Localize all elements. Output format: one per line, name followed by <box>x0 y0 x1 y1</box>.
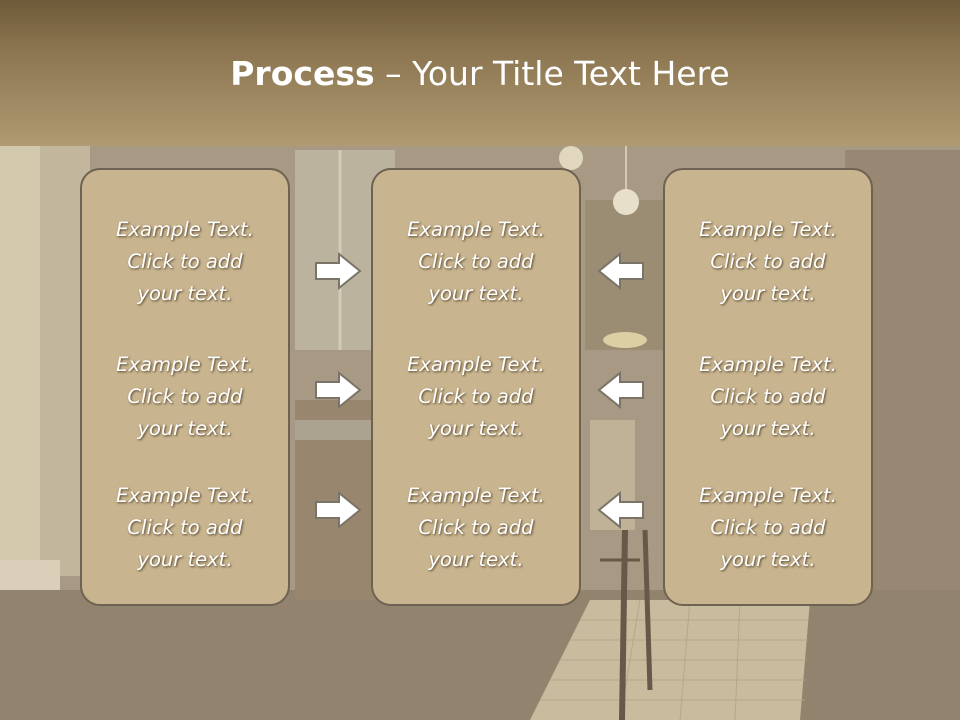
arrow-left-icon <box>597 371 644 409</box>
arrow-right-icon <box>315 252 362 290</box>
text-line: Example Text. <box>699 484 837 507</box>
text-line: Click to add <box>418 250 534 273</box>
text-line: Example Text. <box>407 484 545 507</box>
text-line: Example Text. <box>407 218 545 241</box>
text-line: Example Text. <box>699 353 837 376</box>
text-block[interactable]: Example Text. Click to add your text. <box>665 214 871 310</box>
arrow-left-icon <box>597 491 644 529</box>
process-panel-left[interactable]: Example Text. Click to add your text. Ex… <box>80 168 290 606</box>
slide-title[interactable]: Process – Your Title Text Here <box>0 52 960 96</box>
arrow-right-icon <box>315 371 362 409</box>
text-block[interactable]: Example Text. Click to add your text. <box>373 349 579 445</box>
text-line: Example Text. <box>116 353 254 376</box>
process-panel-right[interactable]: Example Text. Click to add your text. Ex… <box>663 168 873 606</box>
text-block[interactable]: Example Text. Click to add your text. <box>665 349 871 445</box>
text-line: your text. <box>428 282 524 305</box>
text-line: Click to add <box>418 385 534 408</box>
text-block[interactable]: Example Text. Click to add your text. <box>373 214 579 310</box>
text-line: Example Text. <box>699 218 837 241</box>
text-line: your text. <box>137 548 233 571</box>
text-line: Click to add <box>127 385 243 408</box>
text-line: Click to add <box>127 250 243 273</box>
text-line: your text. <box>137 417 233 440</box>
text-line: Example Text. <box>116 484 254 507</box>
text-line: your text. <box>137 282 233 305</box>
text-line: your text. <box>720 417 816 440</box>
text-line: Click to add <box>710 250 826 273</box>
arrow-right-icon <box>315 491 362 529</box>
text-line: your text. <box>428 417 524 440</box>
title-bold: Process <box>230 54 375 93</box>
text-line: your text. <box>720 548 816 571</box>
text-block[interactable]: Example Text. Click to add your text. <box>82 480 288 576</box>
text-block[interactable]: Example Text. Click to add your text. <box>82 214 288 310</box>
title-rest: – Your Title Text Here <box>374 54 730 93</box>
arrow-left-icon <box>597 252 644 290</box>
text-line: Click to add <box>710 385 826 408</box>
text-line: Example Text. <box>116 218 254 241</box>
title-bar <box>0 0 960 146</box>
text-block[interactable]: Example Text. Click to add your text. <box>665 480 871 576</box>
text-line: Click to add <box>127 516 243 539</box>
text-block[interactable]: Example Text. Click to add your text. <box>82 349 288 445</box>
text-line: Click to add <box>710 516 826 539</box>
text-line: Click to add <box>418 516 534 539</box>
text-block[interactable]: Example Text. Click to add your text. <box>373 480 579 576</box>
text-line: your text. <box>428 548 524 571</box>
text-line: your text. <box>720 282 816 305</box>
text-line: Example Text. <box>407 353 545 376</box>
process-panel-center[interactable]: Example Text. Click to add your text. Ex… <box>371 168 581 606</box>
